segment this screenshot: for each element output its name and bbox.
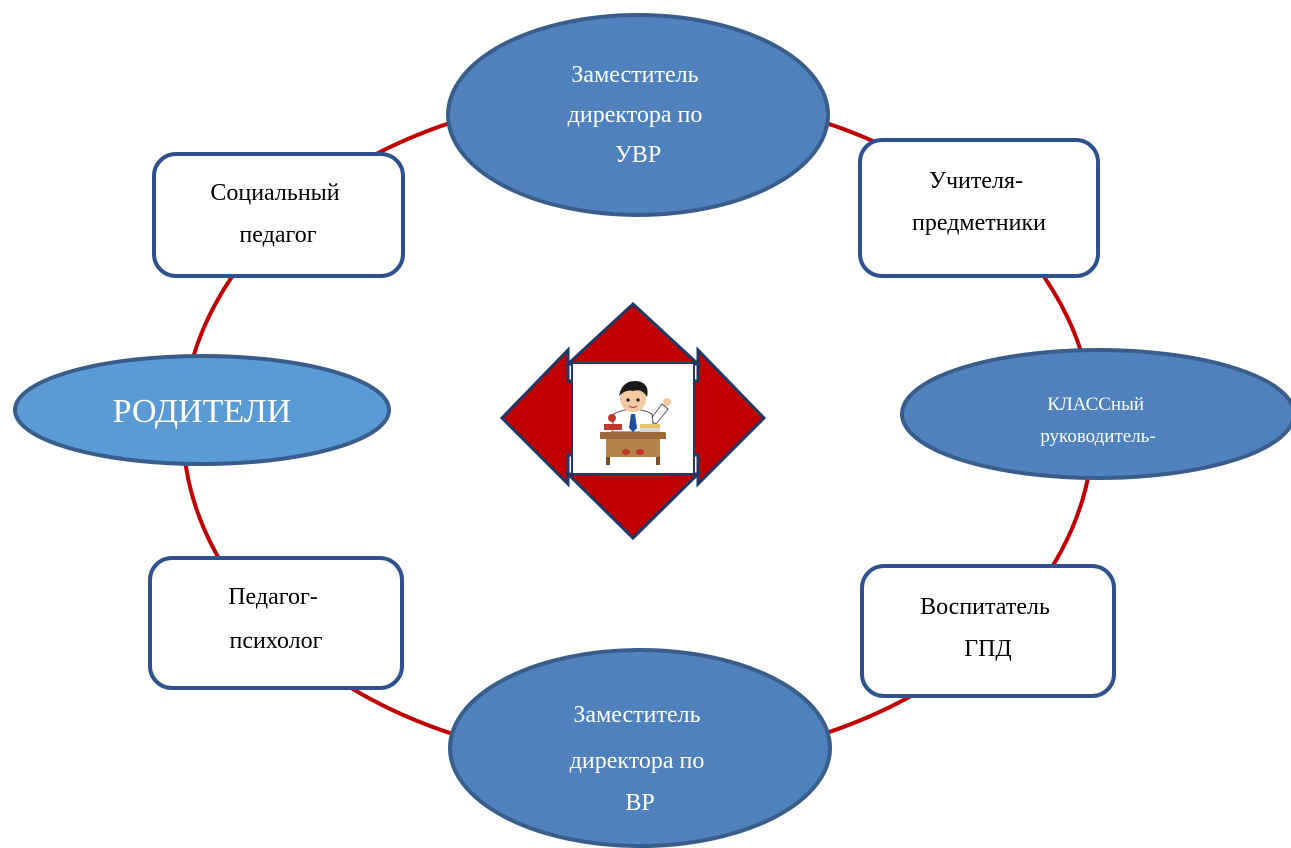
- node-line: КЛАССный: [1047, 394, 1144, 415]
- node-ellipse: [446, 13, 830, 217]
- node-line: руководитель-: [1040, 426, 1155, 447]
- node-line: УВР: [615, 142, 661, 168]
- node-line: Учителя-: [929, 168, 1023, 194]
- node-line: ВР: [625, 790, 654, 816]
- node-box: [152, 152, 405, 278]
- svg-text:Заместитель директора: Заместитель директора по ВР: [570, 702, 711, 816]
- node-line: педагог: [239, 222, 316, 248]
- svg-text:Заместитель директора: Заместитель директора по УВР: [568, 62, 709, 168]
- svg-text:Социальный педагог: Социальный педагог: [210, 180, 345, 248]
- node-line: ГПД: [964, 636, 1012, 662]
- node-pedagogue-psychologist: Педагог- психолог: [148, 556, 404, 690]
- node-parents: РОДИТЕЛИ: [13, 354, 391, 466]
- node-deputy-director-uvr: Заместитель директора по УВР: [446, 13, 830, 217]
- node-line: Социальный: [210, 180, 339, 206]
- svg-text:Учителя- предметники: Учителя- предметники: [912, 168, 1046, 236]
- node-line: директора по: [570, 748, 705, 774]
- node-box: [858, 138, 1100, 278]
- node-social-pedagogue: Социальный педагог: [152, 152, 405, 278]
- node-line: Заместитель: [573, 702, 700, 728]
- node-box: [860, 564, 1116, 698]
- node-subject-teachers: Учителя- предметники: [858, 138, 1100, 278]
- svg-text:КЛАССный руководитель-: КЛАССный руководитель-: [1040, 394, 1155, 447]
- node-line: директора по: [568, 102, 703, 128]
- node-line: Заместитель: [571, 62, 698, 88]
- node-ellipse: [13, 354, 391, 466]
- node-line: Воспитатель: [920, 594, 1050, 620]
- node-box: [148, 556, 404, 690]
- node-line: РОДИТЕЛИ: [113, 393, 292, 430]
- node-line: предметники: [912, 210, 1046, 236]
- svg-text:Воспитатель ГПД: Воспитатель ГПД: [920, 594, 1056, 662]
- node-line: психолог: [230, 628, 323, 654]
- svg-text:РОДИТЕЛИ: РОДИТЕЛИ: [113, 393, 292, 430]
- node-ellipse: [448, 648, 832, 848]
- student-at-desk-icon: [600, 380, 671, 465]
- node-deputy-director-vr: Заместитель директора по ВР: [448, 648, 832, 848]
- node-gpd-educator: Воспитатель ГПД: [860, 564, 1116, 698]
- node-ellipse: [900, 348, 1291, 480]
- four-way-arrow-icon: [499, 301, 767, 541]
- node-line: Педагог-: [228, 584, 318, 610]
- svg-text:Педагог- психолог: Педагог- психолог: [228, 584, 324, 654]
- node-class-teacher: КЛАССный руководитель-: [900, 348, 1291, 480]
